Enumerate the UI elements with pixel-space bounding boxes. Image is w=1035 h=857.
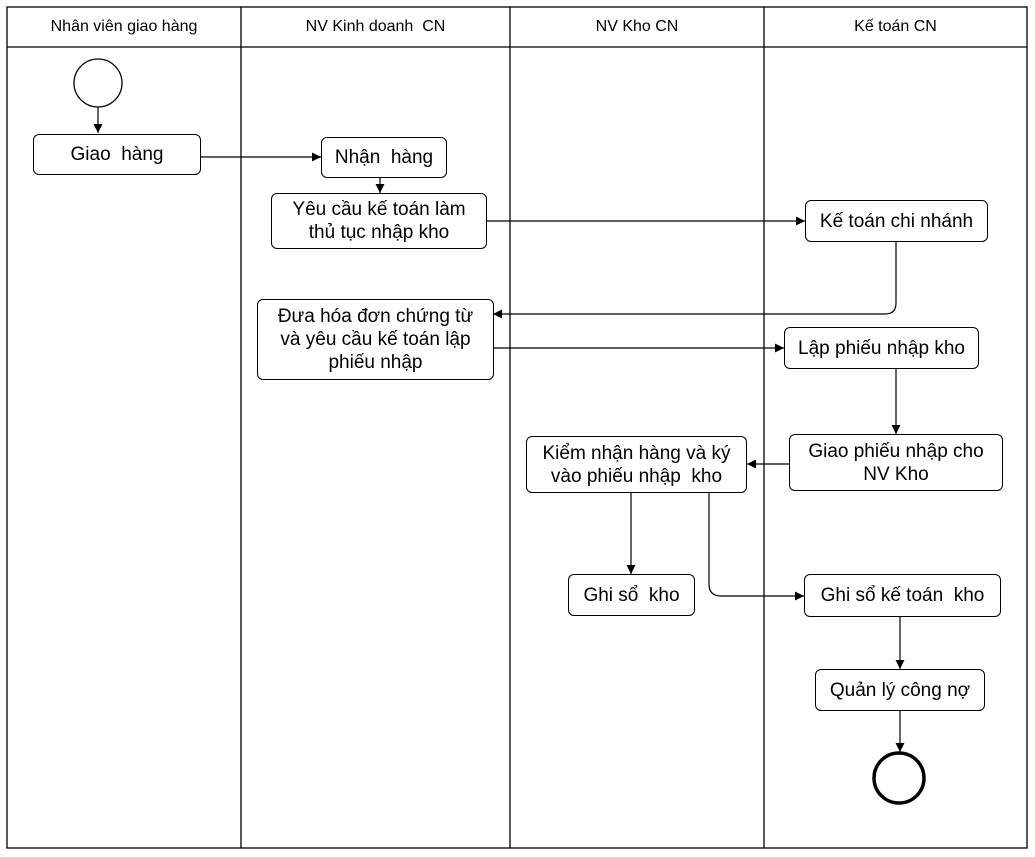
activity-ghi-so-kho: Ghi sổ kho: [568, 574, 695, 616]
end-node: [872, 751, 926, 805]
flow-kiem-nhan-to-ghi-so-ke-toan: [708, 493, 804, 601]
diagram-frame: [6, 6, 1028, 849]
lane-title-nv-kho: NV Kho CN: [595, 18, 679, 35]
activity-giao-hang: Giao hàng: [33, 134, 201, 175]
lane-title-ke-toan: Kế toán CN: [854, 18, 937, 35]
activity-ghi-so-ke-toan: Ghi sổ kế toán kho: [804, 574, 1001, 617]
activity-quan-ly-cong-no: Quản lý công nợ: [815, 669, 985, 711]
activity-nhan-hang: Nhận hàng: [321, 137, 447, 178]
activity-giao-phieu-nhap: Giao phiếu nhập cho NV Kho: [789, 434, 1003, 491]
activity-ke-toan-chi-nhanh: Kế toán chi nhánh: [805, 200, 988, 242]
lane-title-nhan-vien-giao-hang: Nhân viên giao hàng: [50, 18, 198, 35]
activity-lap-phieu-nhap: Lập phiếu nhập kho: [784, 327, 979, 369]
activity-dua-hoa-don: Đưa hóa đơn chứng từ và yêu cầu kế toán …: [257, 299, 494, 380]
activity-kiem-nhan-hang: Kiểm nhận hàng và ký vào phiếu nhập kho: [526, 436, 747, 493]
flow-ke-toan-to-dua-hoa-don: [493, 242, 897, 319]
lane-title-nv-kinh-doanh: NV Kinh doanh CN: [305, 18, 446, 35]
activity-yeu-cau-ke-toan: Yêu cầu kế toán làm thủ tục nhập kho: [271, 193, 487, 249]
start-node: [73, 58, 123, 108]
